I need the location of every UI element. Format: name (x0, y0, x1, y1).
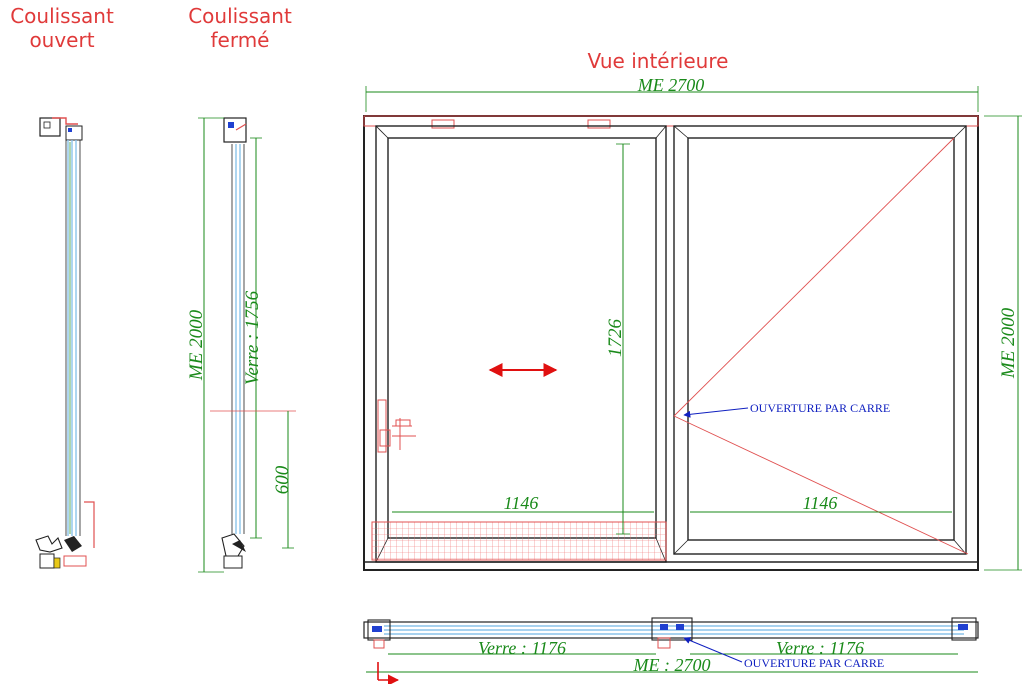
dim-right-width: 1146 (803, 493, 838, 513)
section-coulissant-ferme: ME 2000 Verre : 1756 600 (186, 117, 296, 573)
dim-me-height-section: ME 2000 (186, 309, 207, 381)
note-ouverture-main: OUVERTURE PAR CARRE (750, 401, 890, 415)
dim-me-height-right: ME 2000 (998, 307, 1019, 379)
dim-verre-right: Verre : 1176 (776, 638, 864, 658)
dim-me-width-top: ME 2700 (637, 75, 705, 95)
note-ouverture-bottom: OUVERTURE PAR CARRE (744, 656, 884, 670)
dim-glass-height: 1726 (605, 319, 626, 358)
label-coulissant-ferme: Coulissant fermé (176, 4, 304, 52)
label-coulissant-ouvert: Coulissant ouvert (0, 4, 124, 52)
dim-me-width-bottom: ME : 2700 (633, 655, 711, 675)
label-coulissant-ouvert-line2: ouvert (29, 28, 95, 52)
dim-verre-left: Verre : 1176 (478, 638, 566, 658)
elevation-vue-interieure: ME 2700 (363, 75, 1022, 571)
handle-icon (377, 399, 416, 453)
dim-left-width: 1146 (504, 493, 539, 513)
label-coulissant-ouvert-line1: Coulissant (10, 4, 114, 28)
plan-section: Verre : 1176 Verre : 1176 ME : 2700 OUVE… (363, 617, 979, 684)
section-coulissant-ouvert (35, 117, 95, 569)
label-coulissant-ferme-line1: Coulissant (188, 4, 292, 28)
dim-handle-height: 600 (272, 465, 293, 494)
label-coulissant-ferme-line2: fermé (210, 28, 270, 52)
dim-verre-height: Verre : 1756 (242, 290, 263, 385)
label-vue-interieure: Vue intérieure (587, 49, 729, 73)
